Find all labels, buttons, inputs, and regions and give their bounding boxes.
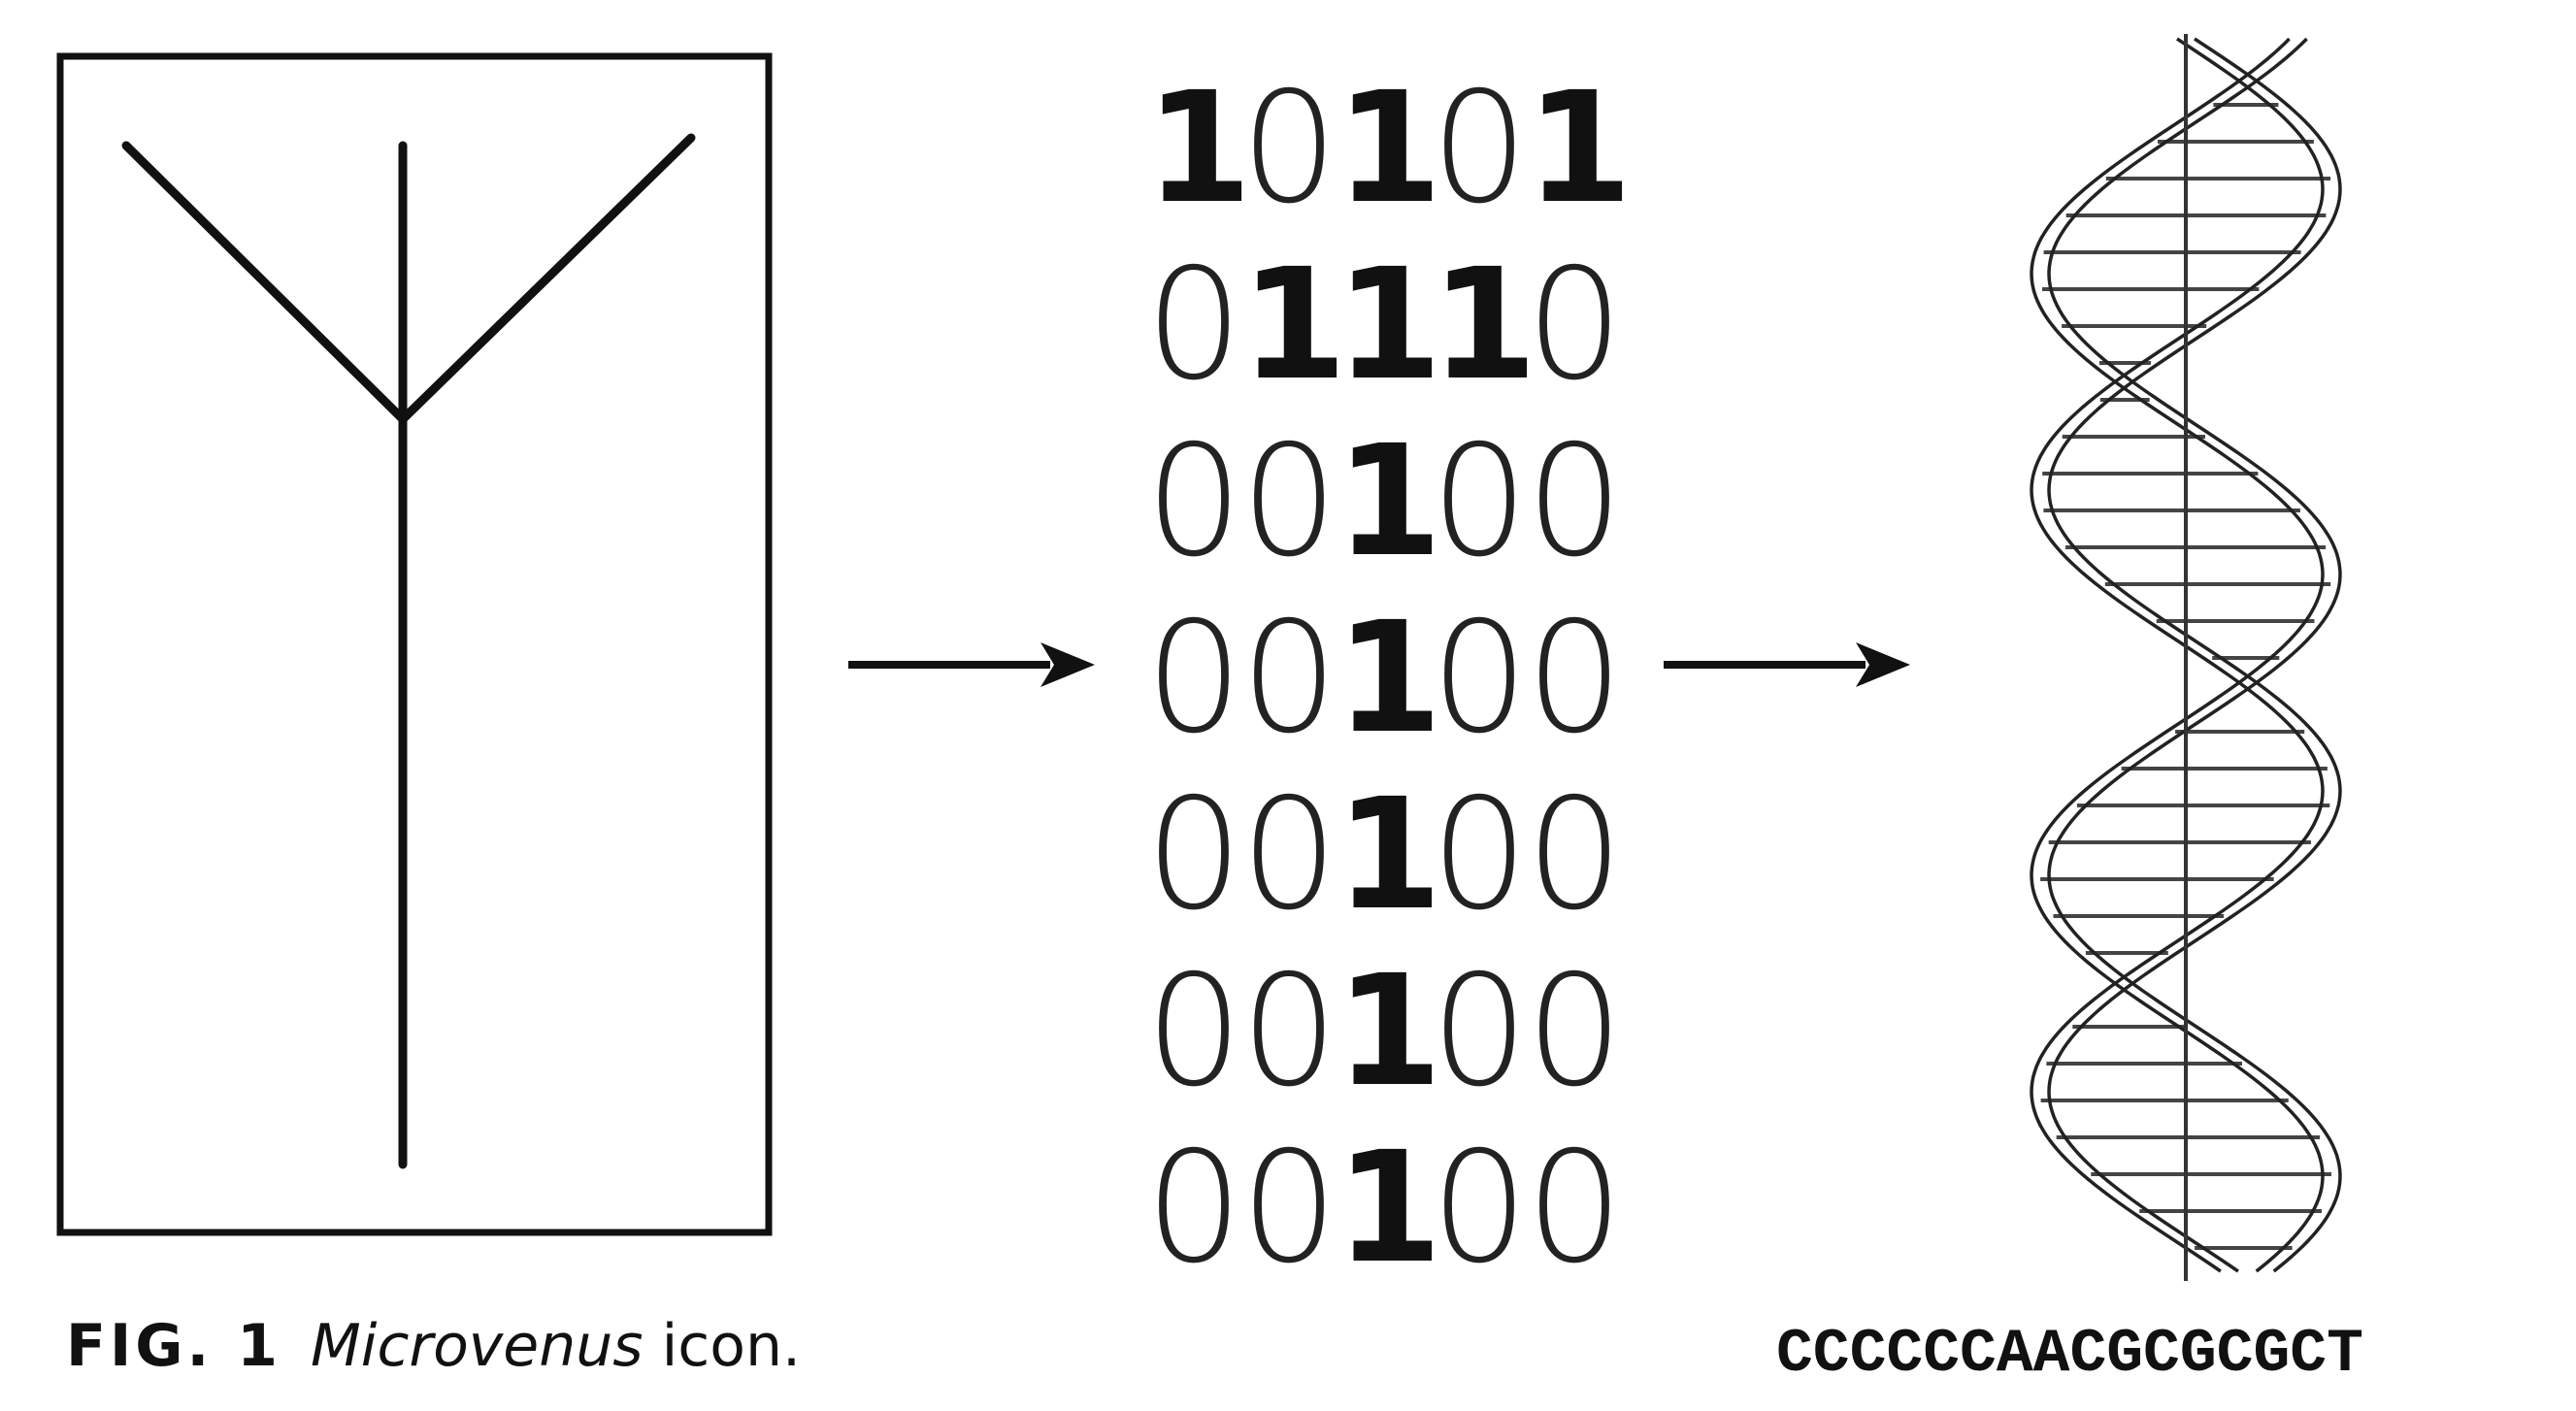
- binary-digit: 0: [1240, 943, 1336, 1120]
- icon-left-branch: [126, 146, 403, 419]
- dna-double-helix-icon: [1961, 10, 2407, 1300]
- binary-digit: 1: [1336, 590, 1431, 767]
- binary-digit: 0: [1431, 1120, 1526, 1296]
- binary-digit: 0: [1240, 60, 1336, 237]
- binary-digit: 0: [1431, 590, 1526, 767]
- binary-digit: 0: [1431, 413, 1526, 590]
- binary-digit: 0: [1526, 237, 1621, 413]
- microvenus-icon: [0, 0, 835, 1300]
- binary-digit: 1: [1336, 237, 1431, 413]
- microvenus-figure: FIG. 1 Microvenus icon.: [0, 0, 835, 1411]
- binary-digit: 1: [1336, 767, 1431, 943]
- binary-digit: 0: [1526, 943, 1621, 1120]
- binary-digit: 0: [1431, 767, 1526, 943]
- arrow-right-icon: [846, 640, 1099, 689]
- binary-digit: 0: [1431, 60, 1526, 237]
- binary-digit: 0: [1526, 590, 1621, 767]
- binary-digit: 0: [1240, 413, 1336, 590]
- binary-digit: 1: [1336, 1120, 1431, 1296]
- binary-digit: 0: [1240, 767, 1336, 943]
- binary-digit: 0: [1145, 767, 1240, 943]
- binary-digit: 0: [1240, 1120, 1336, 1296]
- figure-label: FIG. 1: [66, 1312, 281, 1380]
- binary-digit: 0: [1526, 413, 1621, 590]
- binary-digit: 0: [1145, 1120, 1240, 1296]
- binary-digit: 1: [1145, 60, 1240, 237]
- binary-digit: 1: [1240, 237, 1336, 413]
- binary-digit: 1: [1336, 943, 1431, 1120]
- binary-digit: 0: [1526, 767, 1621, 943]
- binary-digit: 0: [1145, 413, 1240, 590]
- binary-digit: 0: [1145, 590, 1240, 767]
- binary-digit: 0: [1431, 943, 1526, 1120]
- helix-strand-b: [2049, 39, 2340, 1271]
- figure-name: Microvenus: [311, 1312, 644, 1380]
- binary-digit: 1: [1526, 60, 1621, 237]
- binary-digit: 0: [1240, 590, 1336, 767]
- figure-caption: FIG. 1 Microvenus icon.: [66, 1312, 801, 1380]
- figure-suffix: icon.: [662, 1312, 801, 1380]
- binary-digit: 1: [1336, 413, 1431, 590]
- dna-sequence: CCCCCCAACGCGCGCT: [1776, 1320, 2572, 1389]
- binary-digit: 0: [1145, 237, 1240, 413]
- binary-digit: 0: [1526, 1120, 1621, 1296]
- helix-strand-a: [2049, 39, 2340, 1271]
- binary-digit: 0: [1145, 943, 1240, 1120]
- icon-frame: [60, 56, 769, 1232]
- icon-right-branch: [403, 138, 691, 419]
- binary-digit: 1: [1431, 237, 1526, 413]
- binary-digit: 1: [1336, 60, 1431, 237]
- arrow-right-icon: [1662, 640, 1914, 689]
